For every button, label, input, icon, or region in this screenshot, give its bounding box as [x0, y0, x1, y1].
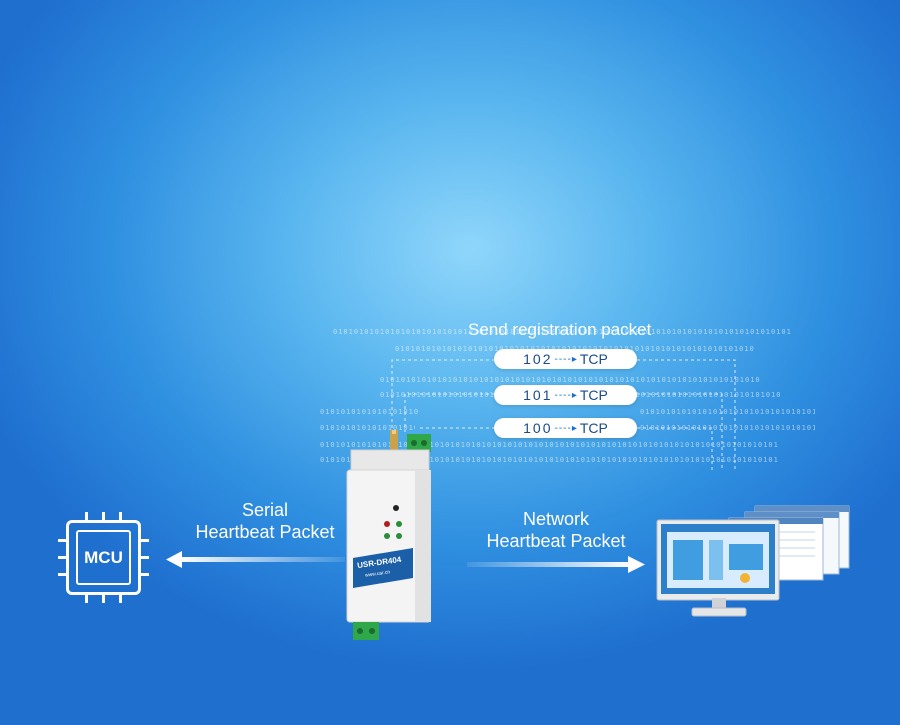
network-label-line2: Heartbeat Packet [486, 531, 626, 551]
device-illustration [346, 428, 432, 640]
packet-pill-100: 100 ----▸ TCP [494, 418, 637, 438]
serial-heartbeat-label: Serial Heartbeat Packet [190, 499, 340, 543]
packet-protocol: TCP [579, 420, 608, 436]
binary-row: 0101010101010101010101010101010101010101… [380, 376, 760, 384]
network-arrow [467, 556, 645, 573]
packet-pill-102: 102 ----▸ TCP [494, 349, 637, 369]
binary-row: 0101010101010101010101010101010101010101… [333, 328, 792, 336]
serial-label-line2: Heartbeat Packet [195, 522, 335, 542]
binary-row: 0101010101010101010101010101010101010101… [320, 456, 779, 464]
packet-number: 101 [523, 387, 553, 403]
binary-row: 0101010101010101010101010101010101010101… [320, 441, 779, 449]
dashed-arrow-icon: ----▸ [554, 389, 578, 401]
packet-number: 102 [523, 351, 553, 367]
dashed-arrow-icon: ----▸ [554, 353, 578, 365]
network-label-line1: Network [522, 509, 589, 529]
binary-row: 0101010101010101010101010101010101010101… [320, 424, 415, 432]
packet-protocol: TCP [579, 387, 608, 403]
packet-protocol: TCP [579, 351, 608, 367]
packet-pill-101: 101 ----▸ TCP [494, 385, 637, 405]
serial-arrow [166, 551, 345, 568]
network-heartbeat-label: Network Heartbeat Packet [476, 508, 636, 552]
mcu-label: MCU [76, 530, 131, 585]
binary-row: 0101010101010101010101010101010101010101… [640, 408, 815, 416]
serial-label-line1: Serial [241, 500, 289, 520]
converter-device: USR-DR404 www.usr.cn [345, 428, 432, 642]
dashed-arrow-icon: ----▸ [554, 422, 578, 434]
packet-number: 100 [523, 420, 553, 436]
binary-row: 0101010101010101010101010101010101010101… [320, 408, 420, 416]
binary-row: 0101010101010101010101010101010101010101… [640, 424, 815, 432]
diagram-title: Send registration packet [468, 320, 652, 339]
